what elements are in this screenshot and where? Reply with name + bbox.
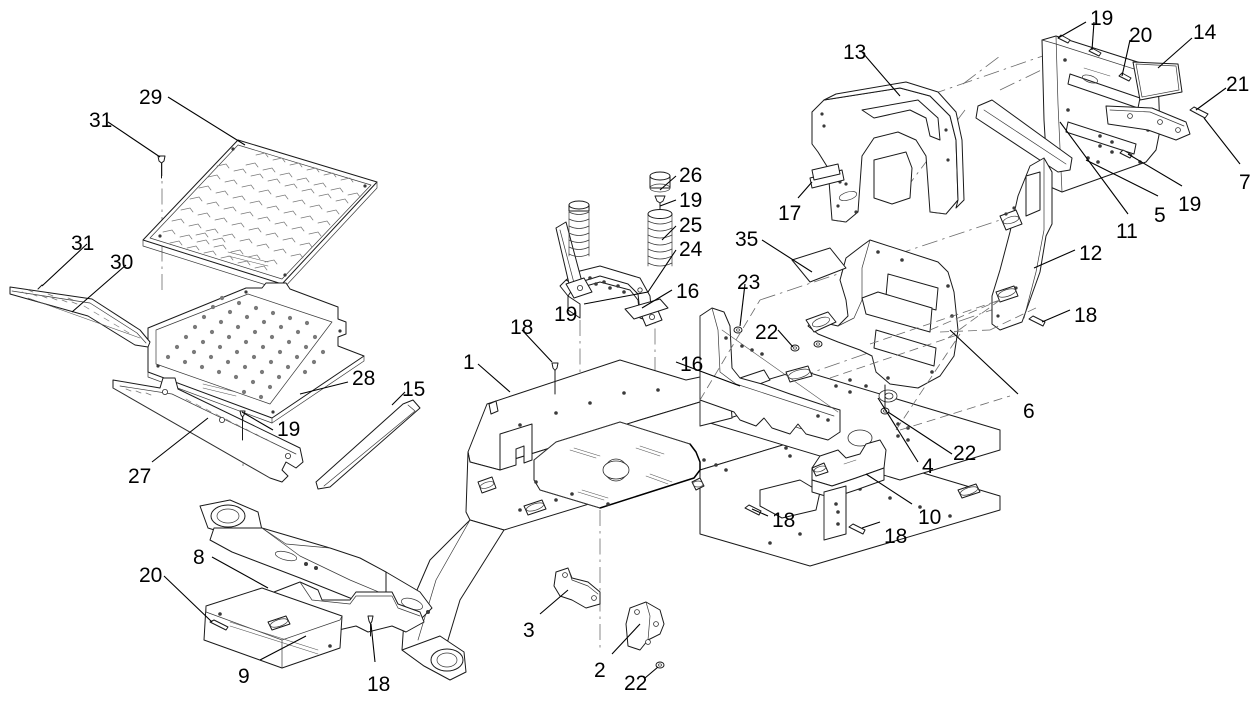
callout-25: 25 (679, 214, 703, 237)
part-23-washer (733, 326, 743, 334)
callout-23: 23 (737, 271, 761, 294)
callout-31: 31 (71, 232, 95, 255)
part-1-main-frame (199, 359, 1001, 681)
callout-31: 31 (89, 109, 113, 132)
part-7-decal-label (811, 163, 841, 181)
bracket-right-panel (1105, 105, 1191, 141)
callout-35: 35 (735, 228, 759, 251)
callout-13: 13 (843, 41, 867, 64)
callout-16: 16 (680, 353, 704, 376)
callout-18: 18 (510, 316, 534, 339)
callout-1: 1 (463, 351, 475, 374)
part-31-rivet-lower (37, 284, 43, 290)
callout-4: 4 (922, 455, 934, 478)
callout-21: 21 (1226, 73, 1250, 96)
callout-16: 16 (676, 280, 700, 303)
part-5-rear-panel (1041, 35, 1161, 193)
part-12-upright-bracket-right (991, 157, 1053, 331)
part-2-bracket-small-lower (625, 601, 665, 651)
callout-6: 6 (1023, 400, 1035, 423)
part-6-seat-pan (805, 239, 959, 389)
callout-7: 7 (1239, 171, 1251, 194)
part-19-screw-panel-c (1119, 149, 1133, 159)
part-22-nut-bracket (655, 661, 665, 669)
callout-18: 18 (1074, 304, 1098, 327)
callout-9: 9 (238, 665, 250, 688)
part-28-perforated-floor-plate (147, 282, 365, 424)
part-16-pad-upper (624, 298, 669, 320)
part-10-battery-tray (811, 439, 887, 541)
part-19-screw-panel-a (1057, 34, 1071, 44)
part-4-side-panel-left (699, 307, 841, 441)
part-20-screw-left (209, 619, 229, 631)
part-3-bracket-angle (553, 567, 601, 609)
part-27-rail-left (112, 377, 304, 483)
part-25-compression-spring-right (647, 209, 673, 267)
callout-26: 26 (679, 164, 703, 187)
callout-28: 28 (352, 367, 376, 390)
callout-12: 12 (1079, 242, 1103, 265)
callout-14: 14 (1193, 21, 1217, 44)
callout-30: 30 (110, 251, 134, 274)
callout-27: 27 (128, 465, 152, 488)
callout-19: 19 (277, 418, 301, 441)
part-18-screw-centre (551, 362, 559, 395)
callout-18: 18 (884, 525, 908, 548)
part-31-rivet-upper (157, 155, 166, 179)
callout-19: 19 (1178, 193, 1202, 216)
callout-17: 17 (778, 202, 802, 225)
callout-22: 22 (755, 321, 779, 344)
part-18-screw-upright (1028, 315, 1046, 327)
callout-15: 15 (402, 378, 426, 401)
part-22-nut-seat-left (813, 340, 823, 348)
part-30-edge-trim (9, 286, 151, 348)
part-21-fastener (1189, 106, 1209, 119)
callout-11: 11 (1116, 220, 1138, 243)
callout-3: 3 (523, 619, 535, 642)
part-15-trim-strip (315, 399, 421, 490)
callout-19: 19 (554, 303, 578, 326)
callout-10: 10 (918, 506, 942, 529)
callout-18: 18 (772, 509, 796, 532)
callout-18: 18 (367, 673, 391, 696)
part-18-screw-lower-left (367, 615, 374, 637)
callout-20: 20 (1129, 24, 1153, 47)
callout-29: 29 (139, 86, 163, 109)
callout-20: 20 (139, 564, 163, 587)
callout-24: 24 (679, 238, 703, 261)
part-13-rops-fender-left (811, 81, 965, 223)
callout-22: 22 (624, 672, 648, 695)
callout-8: 8 (193, 546, 205, 569)
callout-5: 5 (1154, 204, 1166, 227)
callout-22: 22 (953, 442, 977, 465)
part-25-compression-spring-left (568, 200, 590, 257)
callout-19: 19 (1090, 7, 1114, 30)
phantom-lines (699, 299, 1041, 431)
part-35-decal-seat (791, 247, 847, 283)
callout-19: 19 (679, 189, 703, 212)
part-18-screw-tray (848, 523, 866, 535)
part-9-lower-guard (203, 587, 343, 669)
part-11-rear-support-rod (975, 99, 1073, 173)
callout-2: 2 (594, 659, 606, 682)
